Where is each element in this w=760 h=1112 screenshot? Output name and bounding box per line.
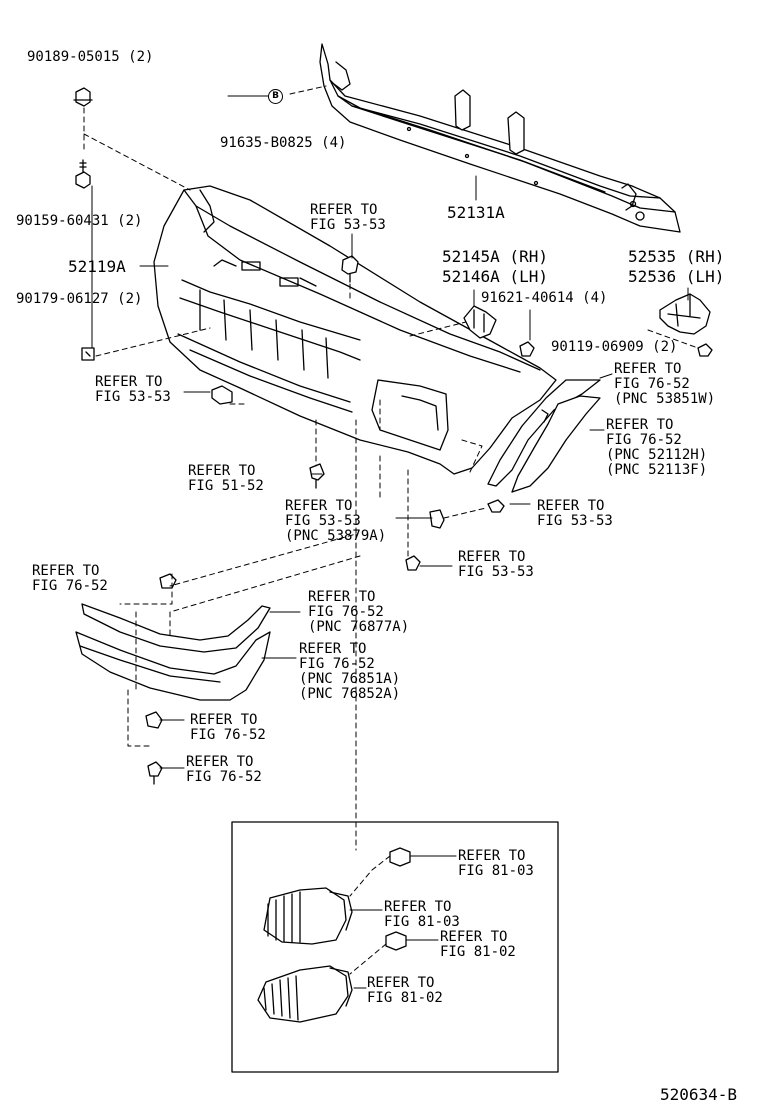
ref-fig-53-53-lower: REFER TO FIG 53-53 [458,549,534,580]
ref-fig-53-53-top: REFER TO FIG 53-53 [310,202,386,233]
label-side-retainer-lh: 52536 (LH) [628,267,725,286]
bumper-cover-drawing [153,185,557,475]
side-cover-drawings [487,379,601,493]
label-side-retainer-rh: 52535 (RH) [628,247,725,266]
diagram-code: 520634-B [660,1085,738,1104]
bumper-bracket-drawing [463,305,497,339]
label-bracket-lh: 52146A (LH) [442,267,548,286]
ref-fig-53-53-pnc: REFER TO FIG 53-53 (PNC 53879A) [285,498,387,544]
ref-fig-81-02-lamp: REFER TO FIG 81-02 [367,975,443,1006]
ref-fig-81-03-socket: REFER TO FIG 81-03 [458,848,534,879]
ref-fig-76-52-left: REFER TO FIG 76-52 [32,563,108,594]
ref-fig-76-52-clip: REFER TO FIG 76-52 [190,712,266,743]
ref-fig-76-52-76851a: REFER TO FIG 76-52 (PNC 76851A) (PNC 768… [299,641,401,702]
ref-fig-53-53-right: REFER TO FIG 53-53 [537,498,613,529]
leader-lines [83,85,699,989]
ref-fig-76-52-52112h: REFER TO FIG 76-52 (PNC 52112H) (PNC 521… [606,417,708,478]
ref-fig-51-52: REFER TO FIG 51-52 [188,463,264,494]
lower-moulding-drawing [75,603,271,701]
bumper-reinforcement-drawing [319,43,681,233]
ref-fig-53-53-left: REFER TO FIG 53-53 [95,374,171,405]
ref-fig-81-03-lamp: REFER TO FIG 81-03 [384,899,460,930]
ref-fig-81-02-socket: REFER TO FIG 81-02 [440,929,516,960]
label-clip-b: 91635-B0825 (4) [220,135,347,151]
ref-fig-76-52-screw: REFER TO FIG 76-52 [186,754,262,785]
lamp-inset-box [231,821,559,1073]
ref-fig-76-52-76877a: REFER TO FIG 76-52 (PNC 76877A) [308,589,410,635]
callout-b-circle: B [268,89,283,104]
label-bracket-rh: 52145A (RH) [442,247,548,266]
label-screw-side: 90119-06909 (2) [551,339,678,355]
label-bumper-cover: 52119A [68,257,126,276]
label-bolt-bracket: 91621-40614 (4) [481,290,608,306]
label-screw-top: 90159-60431 (2) [16,213,143,229]
ref-fig-76-52-53851w: REFER TO FIG 76-52 (PNC 53851W) [614,361,716,407]
label-clip-top: 90189-05015 (2) [27,49,154,65]
side-retainer-drawing [659,293,711,335]
label-retainer-left: 90179-06127 (2) [16,291,143,307]
label-reinforcement: 52131A [447,203,505,222]
